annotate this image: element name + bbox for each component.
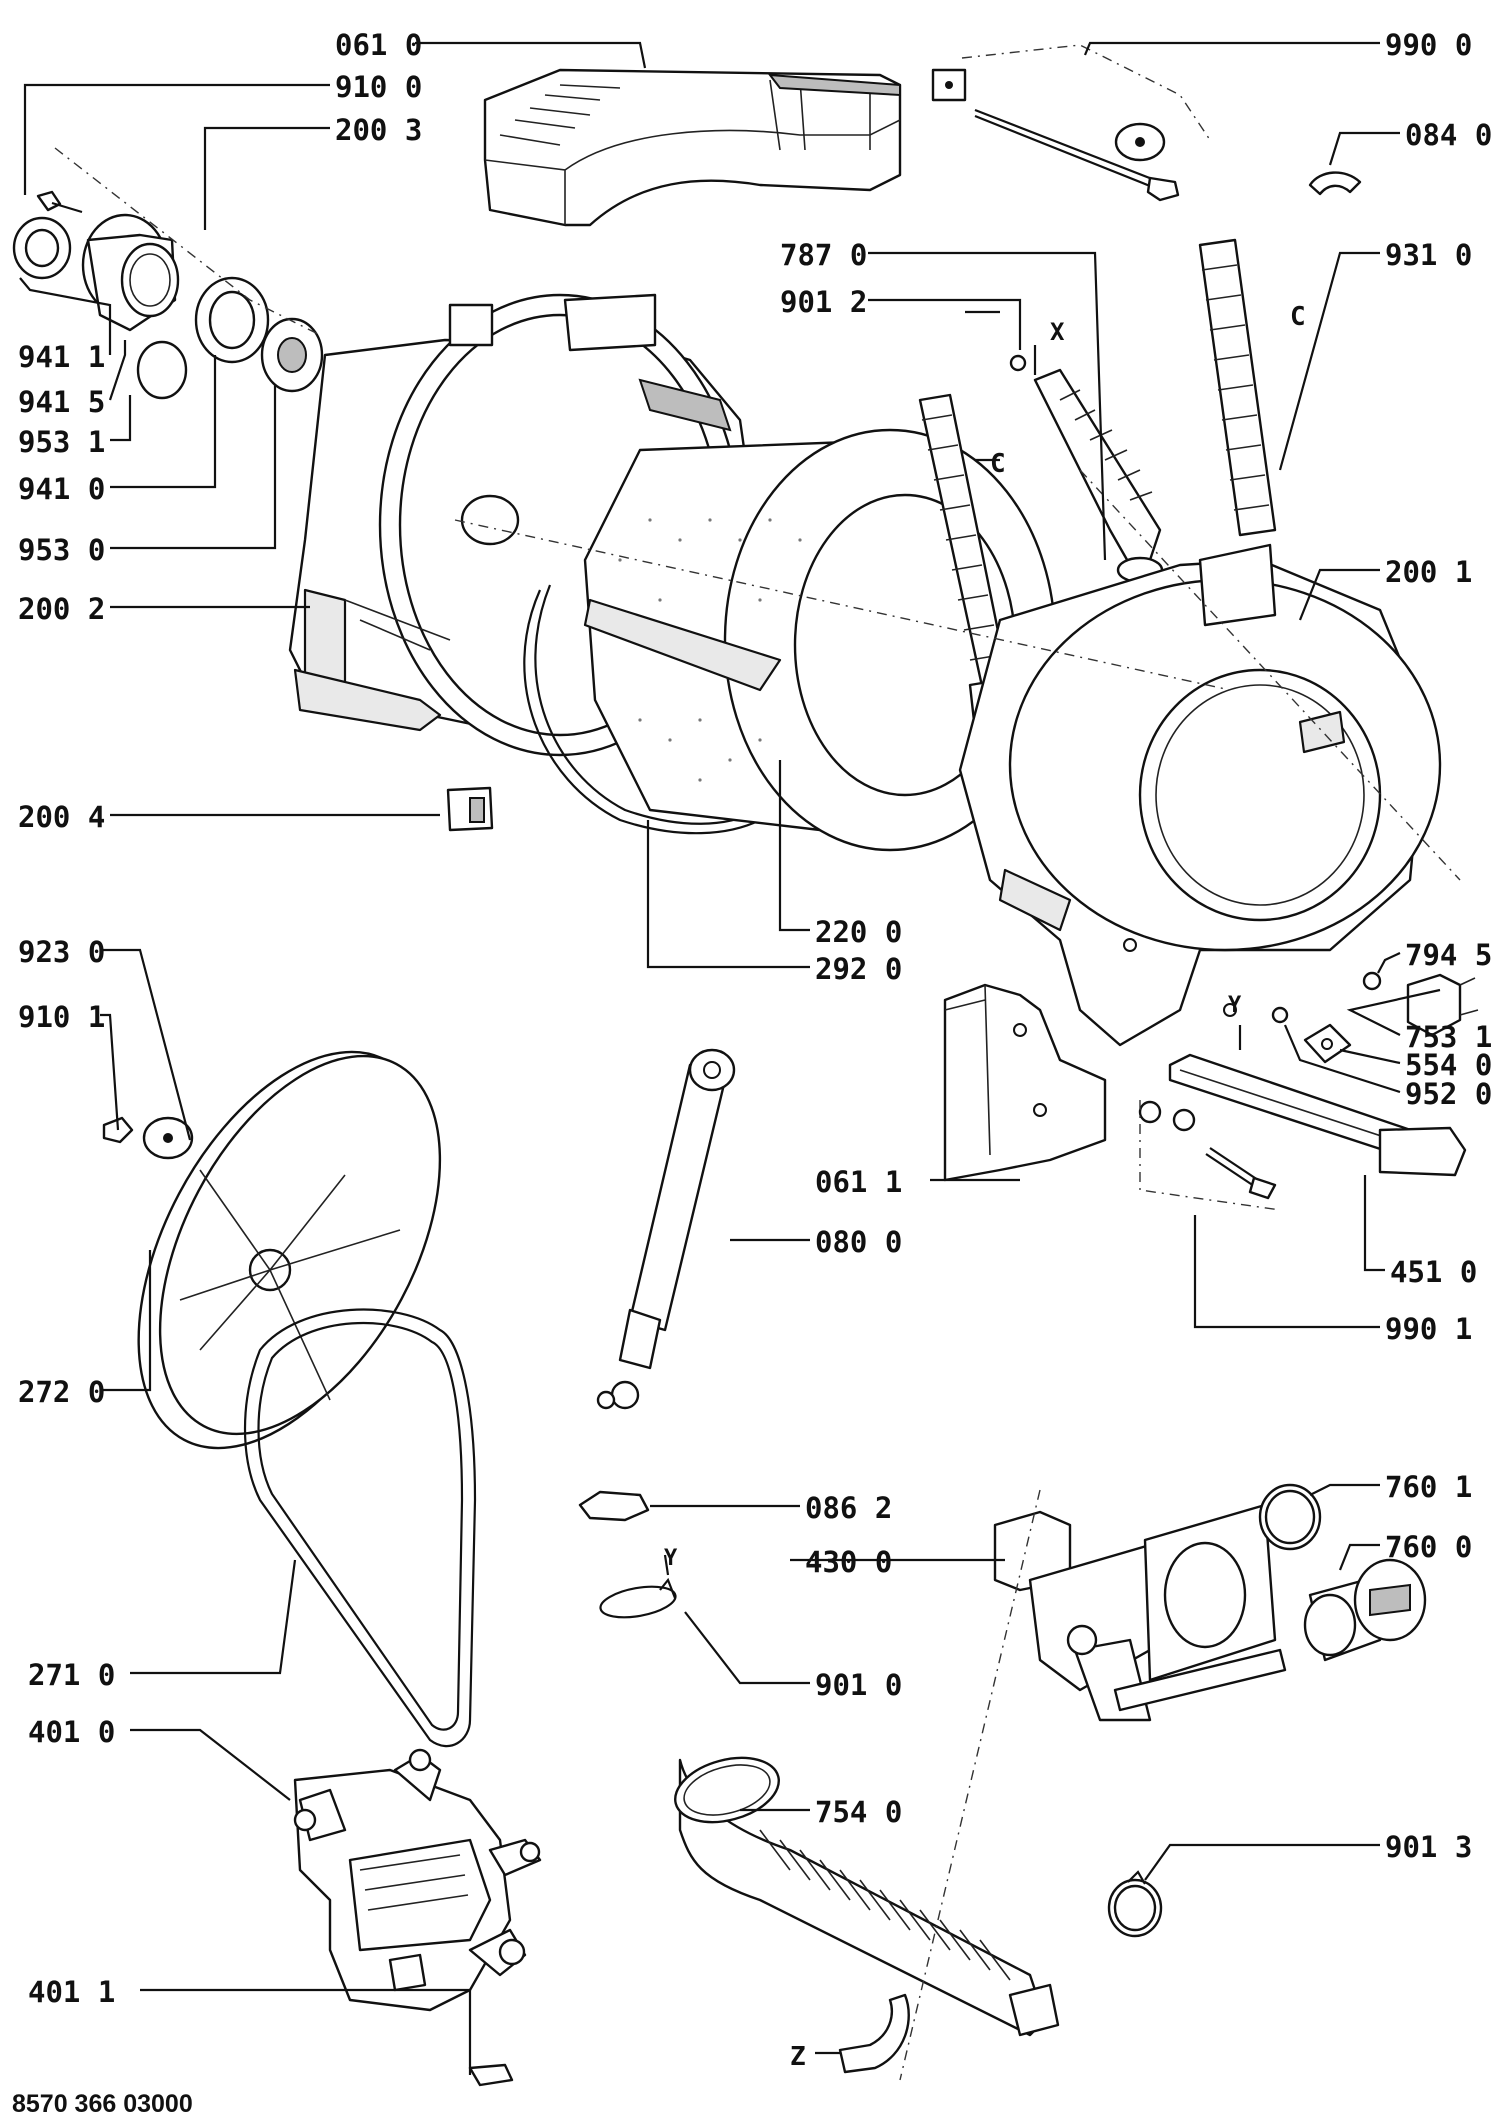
part-counterweight-top [483,68,902,227]
marker-y-tub: Y [1228,993,1242,1018]
part-tub-seal [523,584,761,835]
part-bolt-kit-top [931,44,1211,202]
part-heater-sensor-group [1271,971,1479,1064]
reference-markers: X C C Y Y Z [664,302,1306,2072]
label-794-5: 794 5 [1405,938,1492,972]
label-990-0: 990 0 [1385,28,1472,62]
label-200-1: 200 1 [1385,555,1472,589]
label-086-2: 086 2 [805,1491,892,1525]
label-753-1: 753 1 [1405,1020,1492,1054]
leader-lines [19,41,1441,2075]
label-754-0: 754 0 [815,1795,902,1829]
label-760-1: 760 1 [1385,1470,1472,1504]
label-901-0: 901 0 [815,1668,902,1702]
label-931-0: 931 0 [1385,238,1472,272]
part-motor [293,1748,542,2012]
label-990-1: 990 1 [1385,1312,1472,1346]
part-drain-hose [674,1756,1060,2037]
part-hose-clamp-901-3 [1107,1870,1163,1938]
label-941-1: 941 1 [18,340,105,374]
label-451-0: 451 0 [1390,1255,1477,1289]
label-760-0: 760 0 [1385,1530,1472,1564]
part-motor-clip [468,2063,514,2087]
label-401-0: 401 0 [28,1715,115,1749]
label-271-0: 271 0 [28,1658,115,1692]
label-200-2: 200 2 [18,592,105,626]
part-drain-pump [993,1503,1287,1722]
label-061-0: 061 0 [335,28,422,62]
marker-z: Z [790,2042,806,2072]
part-counterweight-front [943,983,1107,1182]
marker-c-left: C [990,449,1006,479]
part-drum-pulley [137,1050,442,1450]
label-292-0: 292 0 [815,952,902,986]
label-941-0: 941 0 [18,472,105,506]
part-bracket-200-4 [446,786,494,832]
part-clip-086 [578,1490,650,1522]
label-200-3: 200 3 [335,113,422,147]
label-061-1: 061 1 [815,1165,902,1199]
part-rear-tub [288,293,762,757]
label-952-0: 952 0 [1405,1077,1492,1111]
label-901-3: 901 3 [1385,1830,1472,1864]
part-rear-bearing-stack [12,147,324,400]
label-901-2: 901 2 [780,285,867,319]
part-elbow-z [838,1993,910,2074]
part-drive-belt [243,1308,477,1748]
part-front-tub [958,469,1461,1047]
label-200-4: 200 4 [18,800,105,834]
label-910-0: 910 0 [335,70,422,104]
label-923-0: 923 0 [18,935,105,969]
part-pulley-washer-nut [102,1116,194,1160]
part-number-labels: 061 0 910 0 200 3 941 1 941 5 953 1 941 … [18,28,1492,2009]
marker-x: X [1050,318,1065,346]
part-bolt-kit-mid [1138,1100,1281,1211]
label-953-1: 953 1 [18,425,105,459]
part-hose-clamp-901-0 [599,1577,677,1619]
label-910-1: 910 1 [18,1000,105,1034]
part-filter-and-ring [1258,1483,1427,1662]
marker-c-right: C [1290,302,1306,332]
label-787-0: 787 0 [780,238,867,272]
pump-axis-line [899,1489,1041,2081]
part-shock-absorber [596,1048,736,1410]
label-430-0: 430 0 [805,1545,892,1579]
label-953-0: 953 0 [18,533,105,567]
part-heating-element [1168,1053,1467,1177]
label-220-0: 220 0 [815,915,902,949]
document-code: 8570 366 03000 [12,2090,193,2118]
part-clip-084 [1308,171,1362,196]
label-941-5: 941 5 [18,385,105,419]
label-084-0: 084 0 [1405,118,1492,152]
label-401-1: 401 1 [28,1975,115,2009]
label-272-0: 272 0 [18,1375,105,1409]
label-554-0: 554 0 [1405,1048,1492,1082]
label-080-0: 080 0 [815,1225,902,1259]
marker-y-clamp: Y [664,1546,678,1571]
